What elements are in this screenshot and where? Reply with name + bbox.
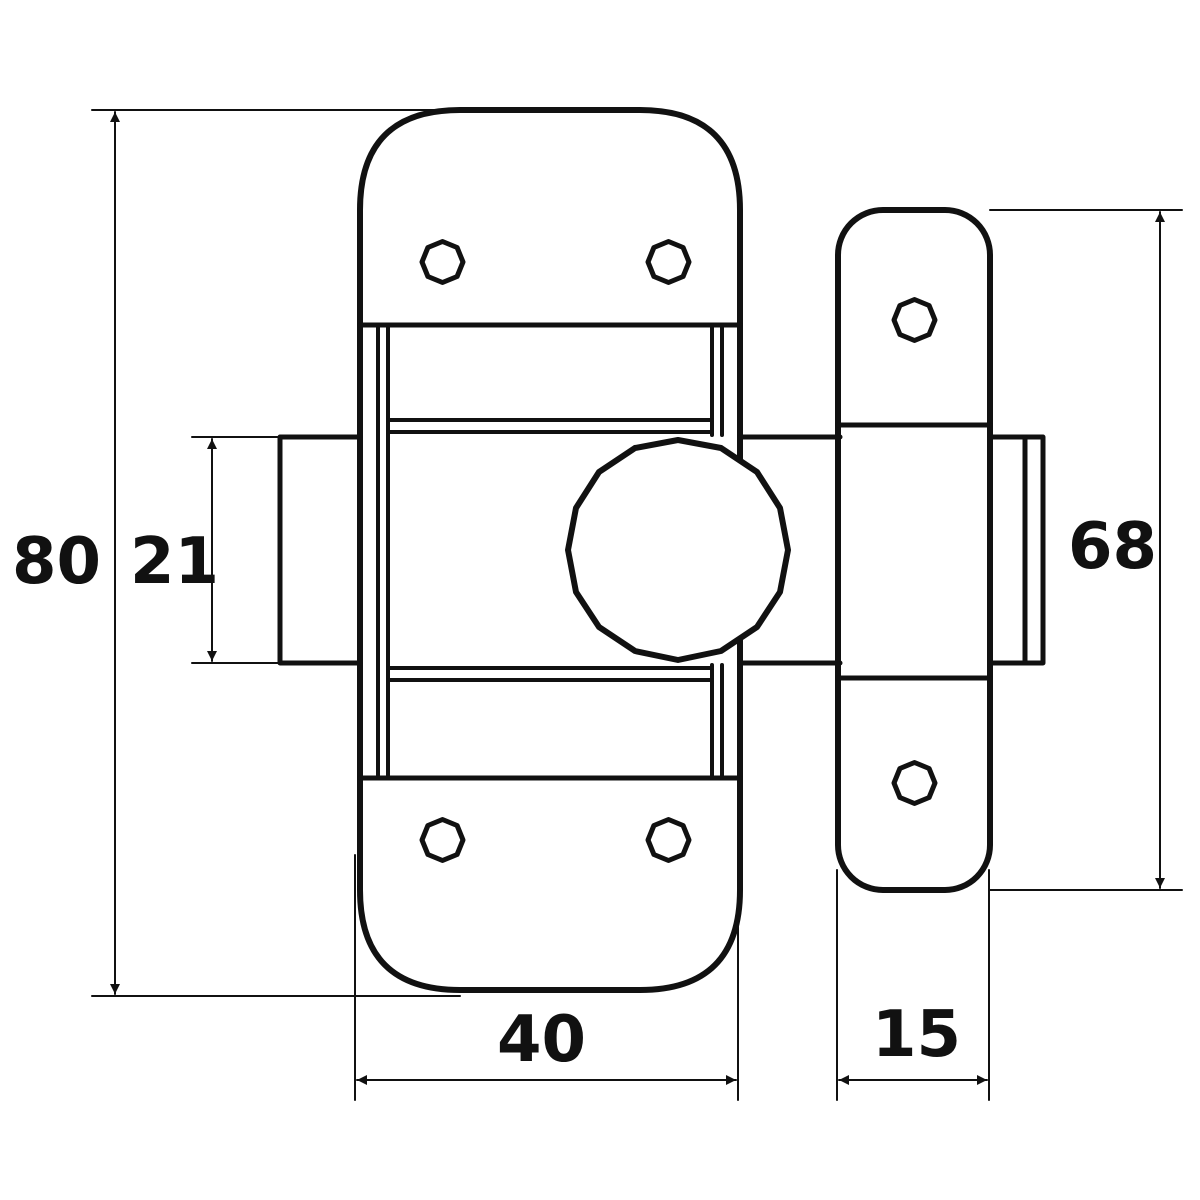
base-plate	[357, 107, 743, 993]
screw-hole-icon	[645, 817, 692, 863]
bolt-knob	[565, 437, 791, 663]
keeper-plate	[835, 207, 993, 893]
base-plate-outline	[357, 107, 743, 993]
screw-hole-icon	[891, 297, 938, 343]
bolt-bar	[277, 434, 1046, 666]
screw-hole-icon	[645, 239, 692, 285]
dimension-lines	[91, 109, 1183, 1101]
screw-holes	[419, 239, 938, 863]
keeper-width-label: 15	[872, 998, 962, 1072]
bolt-height-label: 21	[130, 525, 220, 599]
screw-hole-icon	[419, 239, 466, 285]
total-height-label: 80	[12, 525, 102, 599]
screw-hole-icon	[419, 817, 466, 863]
screw-hole-icon	[891, 760, 938, 806]
guide-rails	[376, 323, 724, 780]
bolt-housing	[386, 418, 714, 682]
keeper-outline	[835, 207, 993, 893]
base-width-label: 40	[497, 1003, 587, 1077]
keeper-height-label: 68	[1068, 510, 1158, 584]
